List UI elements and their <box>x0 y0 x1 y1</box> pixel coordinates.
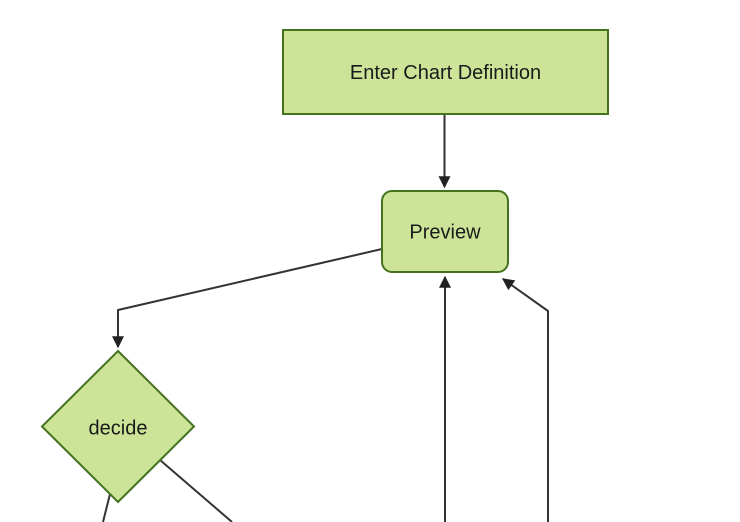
node-preview: Preview <box>381 190 509 273</box>
node-enter-chart-definition-label: Enter Chart Definition <box>350 62 541 84</box>
edge-layer <box>102 115 549 522</box>
node-enter-chart-definition: Enter Chart Definition <box>282 29 609 115</box>
node-preview-shape <box>381 190 509 273</box>
node-decide: decide <box>40 349 196 504</box>
edge-preview-to-decide <box>112 248 383 349</box>
node-decide-shape <box>40 349 196 504</box>
edge-return-to-preview-right <box>502 278 549 522</box>
node-preview-label: Preview <box>409 222 481 244</box>
edge-decide-out-bottom-right <box>159 459 233 522</box>
node-decide-label: decide <box>89 418 148 440</box>
node-enter-chart-definition-shape <box>282 29 609 115</box>
edge-decide-out-bottom-left <box>102 493 111 522</box>
